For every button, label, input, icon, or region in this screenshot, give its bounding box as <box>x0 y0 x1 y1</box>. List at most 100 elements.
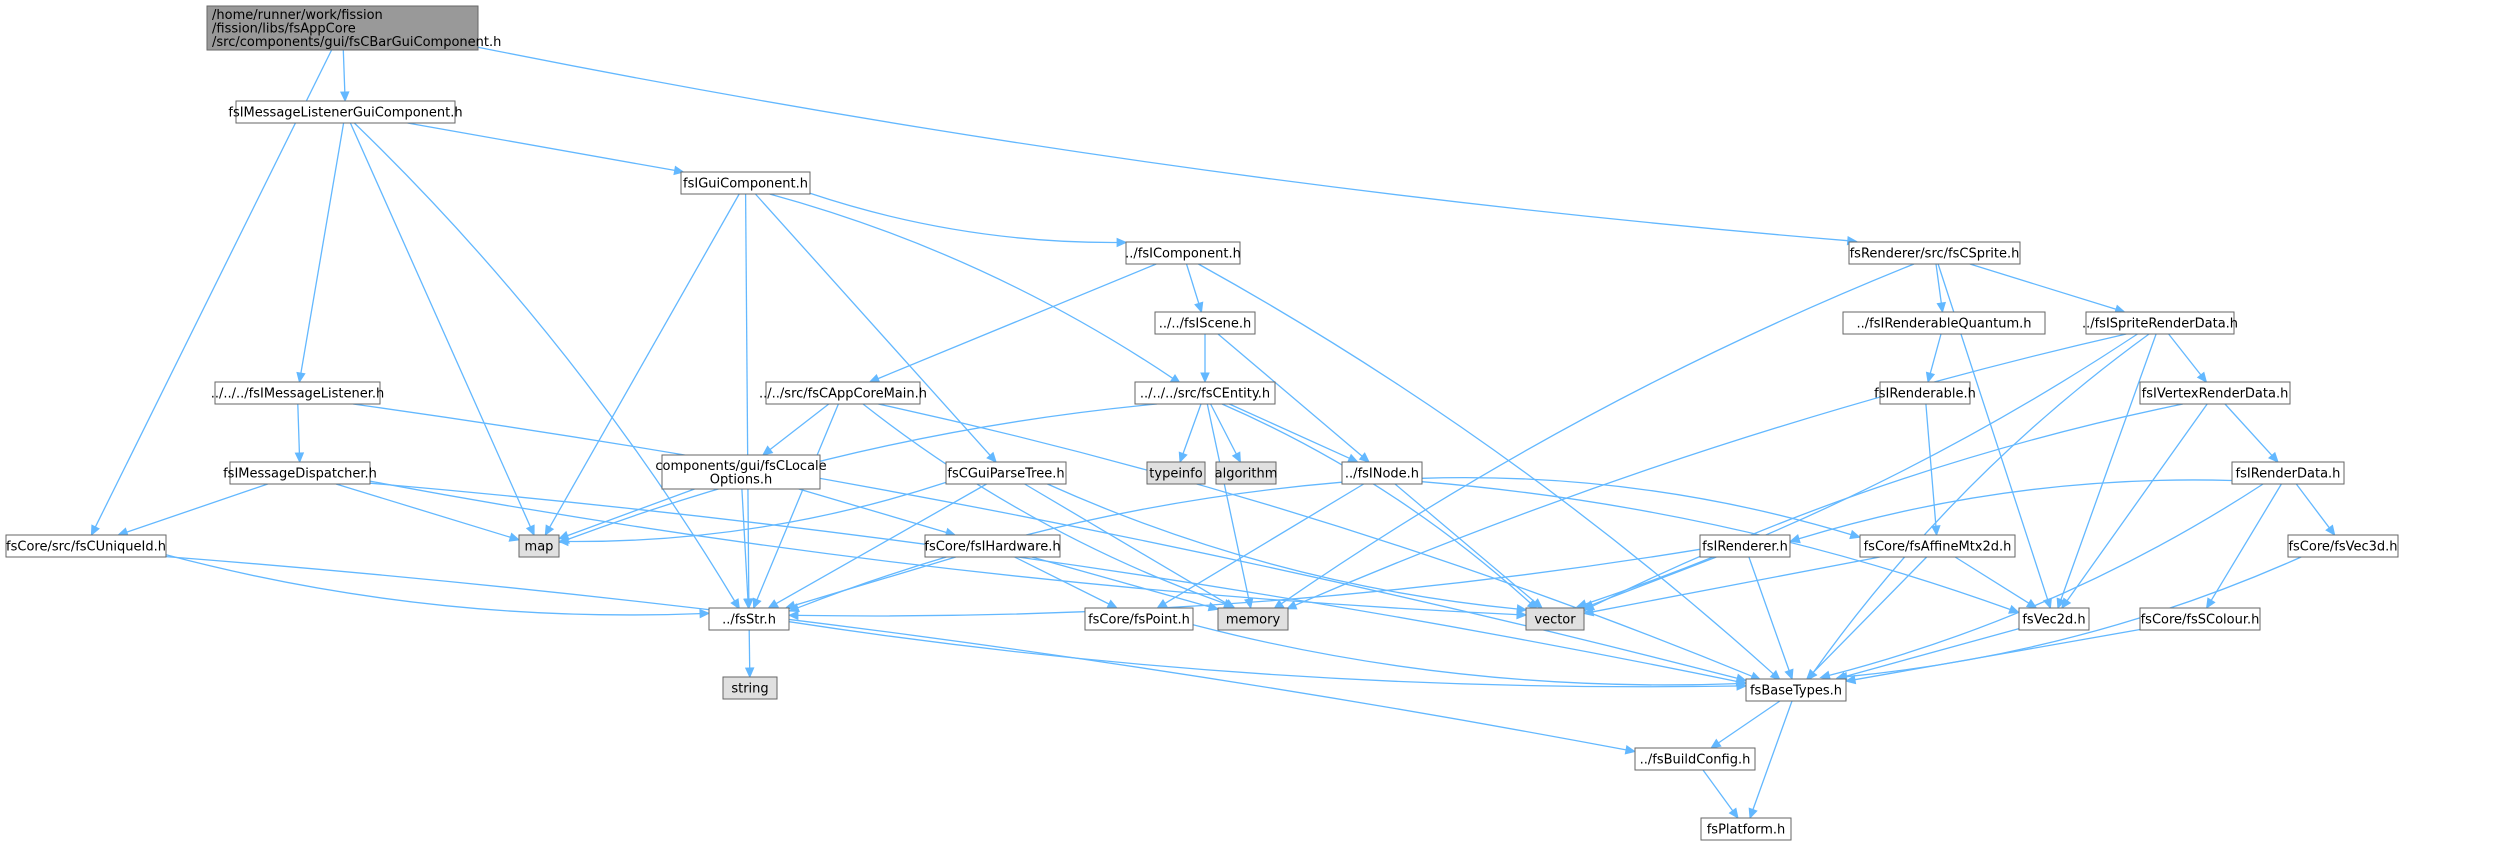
node-vec3d[interactable]: fsCore/fsVec3d.h <box>2287 534 2399 558</box>
node-label: fsBaseTypes.h <box>1750 684 1842 699</box>
node-centity[interactable]: ../../../src/fsCEntity.h <box>1134 381 1276 405</box>
edge-uniqueid-to-buildconfig <box>165 555 1637 755</box>
node-msglistener[interactable]: ../../../fsIMessageListener.h <box>211 381 385 405</box>
node-icomp[interactable]: ../fsIComponent.h <box>1125 241 1241 265</box>
edge-msglgc-to-guicomp <box>407 122 685 176</box>
node-box <box>235 100 456 124</box>
node-fsstr[interactable]: ../fsStr.h <box>708 607 790 631</box>
node-appcoremain[interactable]: ../../src/fsCAppCoreMain.h <box>759 381 927 405</box>
edge-arrowhead <box>986 451 997 463</box>
node-label: fsCore/fsVec3d.h <box>2288 540 2397 555</box>
node-label: ../../fsIScene.h <box>1159 317 1251 332</box>
edge-arrowhead <box>1710 738 1722 749</box>
node-typeinfo: typeinfo <box>1146 461 1206 485</box>
node-box <box>1879 381 1971 405</box>
edge-fsstr-to-basetypes <box>788 621 1748 691</box>
node-box <box>5 534 167 558</box>
node-box <box>1700 817 1792 841</box>
node-box <box>1842 311 2046 335</box>
node-box <box>661 454 821 490</box>
node-renderquant[interactable]: ../fsIRenderableQuantum.h <box>1842 311 2046 335</box>
edge-inode-to-vec2d <box>1421 481 2020 614</box>
edge-arrowhead <box>699 608 711 619</box>
node-box <box>2139 381 2291 405</box>
node-box <box>2139 607 2261 631</box>
edge-arrowhead <box>294 452 305 464</box>
edge-renderdata-to-scolour <box>2205 483 2282 610</box>
node-label: ../../../src/fsCEntity.h <box>1140 387 1270 402</box>
node-affine[interactable]: fsCore/fsAffineMtx2d.h <box>1859 534 2016 558</box>
node-label: /src/components/gui/fsCBarGuiComponent.h <box>212 35 501 50</box>
edge-hardware-to-fsstr <box>784 556 956 610</box>
node-msglgc[interactable]: fsIMessageListenerGuiComponent.h <box>228 100 463 124</box>
node-label: ../fsISpriteRenderData.h <box>2082 317 2238 332</box>
node-box <box>1341 461 1423 485</box>
node-sprite[interactable]: fsRenderer/src/fsCSprite.h <box>1848 241 2021 265</box>
node-spriterd[interactable]: ../fsISpriteRenderData.h <box>2082 311 2238 335</box>
node-root: /home/runner/work/fission/fission/libs/f… <box>206 5 501 51</box>
edge-arrowhead <box>2325 524 2336 536</box>
edge-arrowhead <box>340 91 350 103</box>
node-box <box>1146 461 1206 485</box>
node-iscene[interactable]: ../../fsIScene.h <box>1154 311 1256 335</box>
edge-guicomp-to-parsetree <box>754 193 997 463</box>
edge-vertexrd-to-vec2d <box>2061 403 2208 610</box>
node-label: algorithm <box>1215 467 1278 482</box>
node-label: Options.h <box>710 472 773 487</box>
node-box <box>1215 461 1277 485</box>
node-label: fsIMessageListenerGuiComponent.h <box>228 106 462 121</box>
node-box <box>1699 534 1791 558</box>
node-label: fsCore/fsPoint.h <box>1088 613 1190 628</box>
node-box <box>229 461 371 485</box>
edge-arrowhead <box>752 597 762 610</box>
edge-msglgc-to-fsstr <box>353 122 740 610</box>
node-guicomp[interactable]: fsIGuiComponent.h <box>680 171 811 195</box>
edge-arrowhead <box>744 667 755 679</box>
node-msgdispatch[interactable]: fsIMessageDispatcher.h <box>223 461 377 485</box>
edge-arrowhead <box>1736 681 1748 691</box>
edge-arrowhead <box>2205 597 2216 610</box>
edge-renderdata-to-irenderer <box>1789 479 2233 544</box>
node-box <box>765 381 921 405</box>
node-parsetree[interactable]: fsCGuiParseTree.h <box>945 461 1067 485</box>
node-inode[interactable]: ../fsINode.h <box>1341 461 1423 485</box>
node-box <box>1154 311 1256 335</box>
node-label: ../../src/fsCAppCoreMain.h <box>759 387 927 402</box>
node-box <box>1134 381 1276 405</box>
node-irenderer[interactable]: fsIRenderer.h <box>1699 534 1791 558</box>
node-label: ../../../fsIMessageListener.h <box>211 387 385 402</box>
edge-hardware-to-memory <box>1031 556 1220 612</box>
node-basetypes[interactable]: fsBaseTypes.h <box>1745 678 1847 702</box>
node-vec2d[interactable]: fsVec2d.h <box>2018 607 2090 631</box>
edge-arrowhead <box>2008 604 2020 614</box>
node-label: vector <box>1534 613 1576 628</box>
node-vertexrd[interactable]: fsIVertexRenderData.h <box>2139 381 2291 405</box>
edge-parsetree-to-map <box>557 481 947 547</box>
edge-icomp-to-iscene <box>1185 263 1204 314</box>
edge-arrowhead <box>1106 599 1118 609</box>
edge-irenderer-to-fsstr <box>787 548 1701 621</box>
edge-inode-to-affine <box>1421 476 1861 540</box>
edge-affine-to-vec2d <box>1954 556 2038 609</box>
edge-arrowhead <box>1728 807 1739 819</box>
node-renderable[interactable]: fsIRenderable.h <box>1874 381 1976 405</box>
node-hardware[interactable]: fsCore/fsIHardware.h <box>924 534 1061 558</box>
edge-arrowhead <box>730 598 740 610</box>
node-label: components/gui/fsCLocale <box>655 459 826 474</box>
edge-msgdispatch-to-uniqueid <box>117 483 269 537</box>
node-renderdata[interactable]: fsIRenderData.h <box>2231 461 2345 485</box>
node-box <box>722 676 778 700</box>
node-point[interactable]: fsCore/fsPoint.h <box>1084 607 1194 631</box>
node-platform[interactable]: fsPlatform.h <box>1700 817 1792 841</box>
node-buildconfig[interactable]: ../fsBuildConfig.h <box>1634 747 1756 771</box>
edge-appcoremain-to-memory <box>862 403 1235 608</box>
node-scolour[interactable]: fsCore/fsSColour.h <box>2139 607 2261 631</box>
edge-guicomp-to-icomp <box>809 192 1128 248</box>
node-box <box>945 461 1067 485</box>
edge-icomp-to-appcoremain <box>868 263 1157 383</box>
edge-arrowhead <box>1931 525 1941 537</box>
edge-arrowhead <box>525 524 535 537</box>
node-uniqueid[interactable]: fsCore/src/fsCUniqueId.h <box>5 534 167 558</box>
edge-iscene-to-inode <box>1217 333 1370 463</box>
